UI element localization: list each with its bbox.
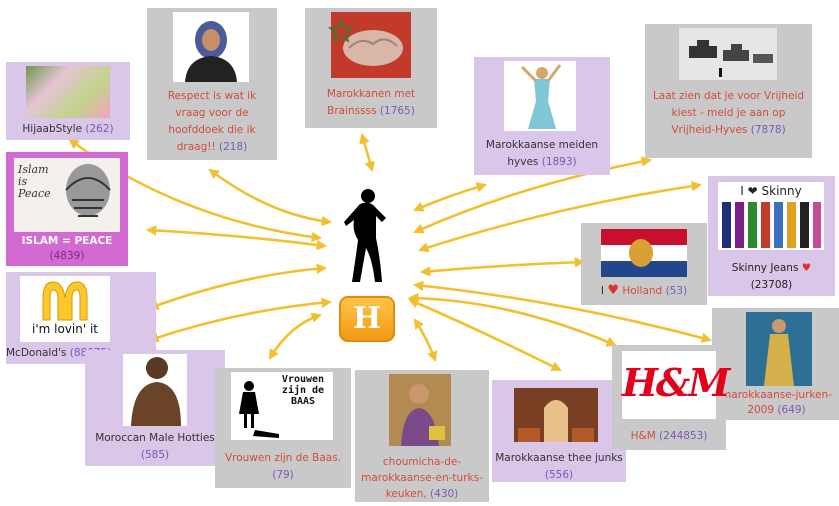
dress-icon: [746, 312, 812, 386]
node-label: ISLAM = PEACE: [21, 235, 113, 247]
choumicha-thumbnail: [389, 374, 451, 446]
arrow-holland: [419, 257, 586, 277]
node-count: (23708): [750, 279, 793, 291]
golden-arches-icon: [42, 281, 88, 321]
node-hijaabstyle[interactable]: HijaabStyle (262): [6, 62, 130, 140]
node-label: H&M: [630, 430, 656, 442]
holland-thumbnail: [601, 229, 687, 277]
vrijheid-thumbnail: [679, 28, 777, 80]
baas-thumb-text: Vrouwen zijn de BAAS: [281, 374, 325, 407]
node-islam-peace[interactable]: Islam is Peace ISLAM = PEACE (4839): [6, 152, 128, 266]
node-count: (79): [272, 469, 294, 481]
node-count: (218): [219, 141, 248, 153]
node-label: McDonald's: [6, 347, 67, 359]
hm-logo-text: H&M: [622, 360, 730, 405]
silhouette-person-icon: [344, 189, 386, 282]
brain-flag-icon: [327, 12, 411, 78]
arrow-thee: [408, 298, 562, 372]
node-holland[interactable]: I ♥ Holland (53): [581, 223, 707, 305]
hotties-thumbnail: [123, 354, 187, 426]
node-count: (649): [777, 404, 806, 416]
heart-icon: ♥: [801, 262, 812, 274]
arrow-hotties: [148, 297, 333, 343]
male-model-icon: [131, 357, 181, 426]
node-meiden-hyves[interactable]: Marokkaanse meiden hyves (1893): [474, 57, 610, 175]
node-prefix: I: [600, 285, 604, 297]
node-respect[interactable]: Respect is wat ik vraag voor de hoofddoe…: [147, 8, 277, 160]
moroccan-room-icon: [514, 388, 598, 442]
node-label: Moroccan Male Hotties: [95, 432, 215, 444]
node-label: choumicha-de-marokkaanse-en-turks-keuken…: [361, 456, 483, 500]
islam-thumb-text: Islam is Peace: [18, 163, 51, 200]
hijaab-thumbnail: [26, 66, 110, 118]
hijab-woman-icon: [185, 21, 237, 82]
meiden-thumbnail: [504, 61, 576, 131]
arrow-meiden: [413, 182, 487, 212]
arrow-choumicha: [413, 318, 438, 362]
node-skinny-jeans[interactable]: I ❤ Skinny Skinny Jeans ♥ (23708): [708, 176, 835, 296]
node-mcdonalds[interactable]: i'm lovin' it McDonald's (88675): [6, 272, 156, 364]
hyves-logo[interactable]: H: [339, 296, 395, 342]
tank-man-icon: [679, 28, 777, 80]
dancer-icon: [520, 64, 562, 129]
node-label: Marokkaanse thee junks: [495, 452, 623, 464]
mcdonalds-thumbnail: i'm lovin' it: [20, 276, 110, 342]
node-label: Marokkaanse meiden hyves: [485, 139, 599, 168]
node-count: (430): [430, 488, 459, 500]
arrow-hm: [407, 292, 617, 347]
keffiyeh-face-icon: [65, 164, 111, 217]
node-thee-junks[interactable]: Marokkaanse thee junks (556): [492, 380, 626, 482]
jurken-thumbnail: [746, 312, 812, 386]
respect-thumbnail: [173, 12, 249, 82]
node-hm[interactable]: H&M H&M (244853): [612, 345, 730, 450]
mcdonalds-thumb-text: i'm lovin' it: [31, 322, 98, 336]
node-count: (262): [85, 123, 114, 135]
node-label: Vrouwen zijn de Baas.: [224, 452, 342, 464]
node-count: (4839): [49, 250, 85, 262]
node-jurken[interactable]: marokkaanse-jurken-2009 (649): [712, 308, 839, 420]
node-choumicha[interactable]: choumicha-de-marokkaanse-en-turks-keuken…: [355, 370, 489, 502]
node-label: Skinny Jeans: [731, 262, 799, 274]
node-count: (1765): [379, 105, 415, 117]
baas-thumbnail: Vrouwen zijn de BAAS: [231, 372, 333, 440]
node-count: (1893): [541, 156, 577, 168]
node-label: marokkaanse-jurken-2009: [721, 389, 832, 416]
node-count: (585): [140, 449, 170, 461]
heart-icon: ♥: [607, 283, 619, 298]
arrow-skinny: [418, 181, 703, 253]
woman-man-pictogram-icon: [239, 381, 279, 438]
node-vrijheid[interactable]: Laat zien dat je voor Vrijheid kiest - m…: [645, 24, 812, 158]
node-label: Marokkanen met Brainssss: [326, 88, 416, 117]
arrow-baas: [268, 312, 322, 360]
node-label: Holland: [622, 285, 663, 297]
arrow-mcdonalds: [148, 263, 328, 311]
skinny-thumbnail: I ❤ Skinny: [718, 182, 824, 250]
node-brainssss[interactable]: Marokkanen met Brainssss (1765): [305, 8, 437, 128]
skinny-thumb-text: I ❤ Skinny: [740, 184, 802, 198]
thee-thumbnail: [514, 388, 598, 442]
hub-silhouette: [342, 186, 392, 286]
node-vrouwen-baas[interactable]: Vrouwen zijn de BAAS Vrouwen zijn de Baa…: [215, 368, 351, 488]
brainssss-thumbnail: [327, 12, 411, 78]
arrow-respect: [208, 168, 333, 227]
node-count: (556): [544, 469, 574, 481]
dutch-flag-icon: [601, 229, 687, 277]
node-count: (7878): [750, 124, 786, 136]
node-count: (53): [665, 285, 688, 297]
jeans-icon: [722, 202, 821, 248]
arrow-brainssss: [359, 133, 375, 173]
chef-woman-icon: [389, 374, 451, 446]
node-label: Laat zien dat je voor Vrijheid kiest - m…: [652, 90, 805, 136]
hm-thumbnail: H&M: [622, 351, 730, 419]
node-count: (244853): [659, 430, 708, 442]
islam-thumbnail: Islam is Peace: [14, 158, 120, 232]
arrow-islam: [145, 225, 328, 251]
node-label: HijaabStyle: [22, 123, 83, 135]
node-hotties[interactable]: Moroccan Male Hotties (585): [85, 350, 225, 466]
node-label: Respect is wat ik vraag voor de hoofddoe…: [167, 90, 257, 153]
